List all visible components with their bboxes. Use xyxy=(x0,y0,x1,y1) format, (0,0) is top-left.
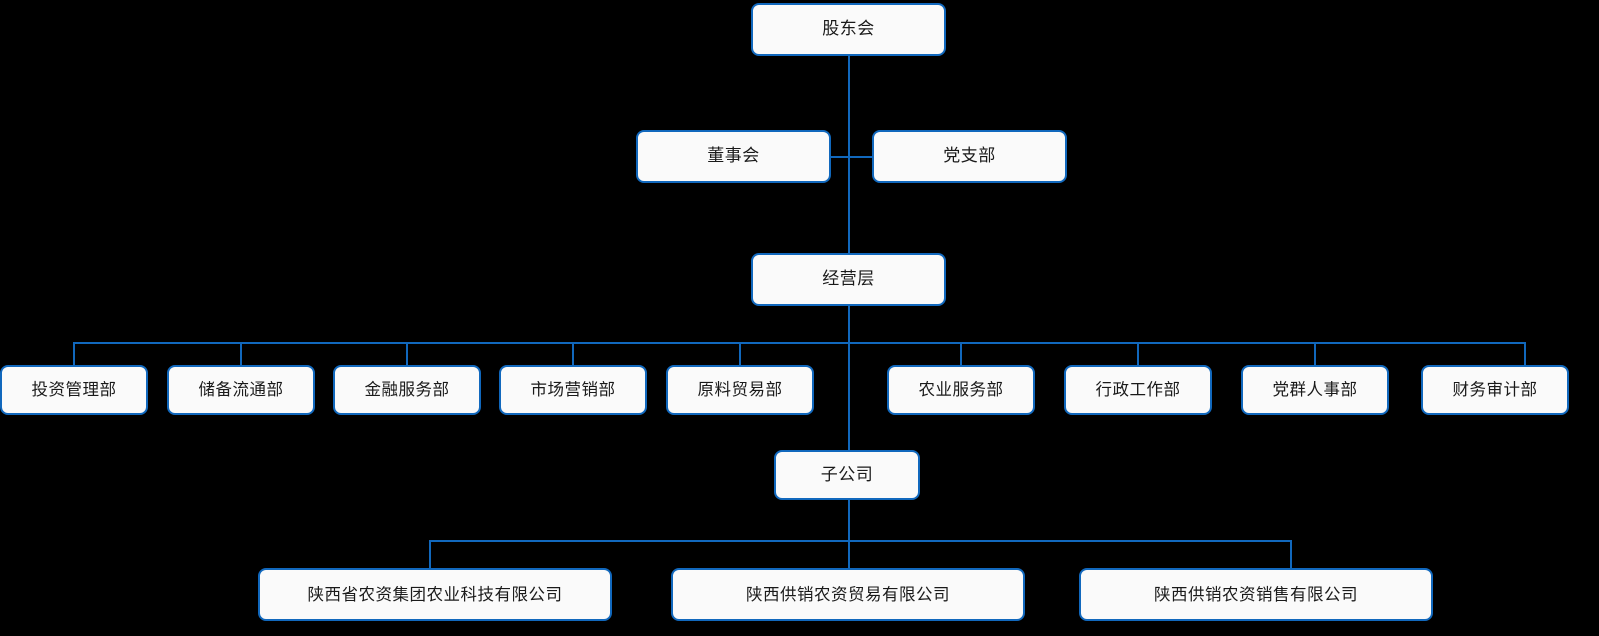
node-dept-reserve-label: 储备流通部 xyxy=(198,380,284,400)
node-management[interactable]: 经营层 xyxy=(751,253,946,306)
node-dept-financial-service-label: 金融服务部 xyxy=(364,380,450,400)
connector-drop-sub-1 xyxy=(429,540,431,569)
node-dept-party-hr-label: 党群人事部 xyxy=(1272,380,1358,400)
connector-drop-dept-4 xyxy=(572,342,574,366)
node-board-of-directors-label: 董事会 xyxy=(707,146,760,167)
node-party-branch[interactable]: 党支部 xyxy=(872,130,1067,183)
node-subsidiary-group[interactable]: 子公司 xyxy=(774,450,920,500)
connector-subsidiaries-bus xyxy=(430,540,1292,542)
connector-drop-dept-5 xyxy=(739,342,741,366)
node-dept-investment[interactable]: 投资管理部 xyxy=(0,365,148,415)
node-dept-administration[interactable]: 行政工作部 xyxy=(1064,365,1212,415)
connector-drop-dept-3 xyxy=(406,342,408,366)
node-board-of-directors[interactable]: 董事会 xyxy=(636,130,831,183)
connector-departments-bus xyxy=(74,342,1526,344)
node-dept-raw-material-trade[interactable]: 原料贸易部 xyxy=(666,365,814,415)
connector-drop-dept-2 xyxy=(240,342,242,366)
node-subsidiary-trade-label: 陕西供销农资贸易有限公司 xyxy=(746,584,950,604)
connector-drop-dept-8 xyxy=(1314,342,1316,366)
node-shareholders[interactable]: 股东会 xyxy=(751,3,946,56)
node-dept-investment-label: 投资管理部 xyxy=(31,380,117,400)
connector-drop-sub-3 xyxy=(1290,540,1292,569)
connector-drop-dept-6 xyxy=(960,342,962,366)
connector-governance-horizontal xyxy=(831,156,873,158)
node-dept-administration-label: 行政工作部 xyxy=(1095,380,1181,400)
node-dept-marketing[interactable]: 市场营销部 xyxy=(499,365,647,415)
node-dept-party-hr[interactable]: 党群人事部 xyxy=(1241,365,1389,415)
node-dept-finance-audit[interactable]: 财务审计部 xyxy=(1421,365,1569,415)
node-shareholders-label: 股东会 xyxy=(822,19,875,40)
node-dept-agriculture-service[interactable]: 农业服务部 xyxy=(887,365,1035,415)
node-dept-agriculture-service-label: 农业服务部 xyxy=(918,380,1004,400)
node-subsidiary-sales[interactable]: 陕西供销农资销售有限公司 xyxy=(1079,568,1433,621)
node-subsidiary-agritech-label: 陕西省农资集团农业科技有限公司 xyxy=(307,584,563,604)
node-dept-marketing-label: 市场营销部 xyxy=(530,380,616,400)
node-dept-finance-audit-label: 财务审计部 xyxy=(1452,380,1538,400)
connector-drop-dept-9 xyxy=(1524,342,1526,366)
node-subsidiary-trade[interactable]: 陕西供销农资贸易有限公司 xyxy=(671,568,1025,621)
node-subsidiary-group-label: 子公司 xyxy=(820,464,874,485)
node-management-label: 经营层 xyxy=(822,269,875,290)
connector-drop-dept-7 xyxy=(1137,342,1139,366)
node-dept-reserve[interactable]: 储备流通部 xyxy=(167,365,315,415)
connector-drop-dept-1 xyxy=(73,342,75,366)
connector-drop-sub-2 xyxy=(848,540,850,569)
node-dept-raw-material-trade-label: 原料贸易部 xyxy=(697,380,783,400)
node-subsidiary-sales-label: 陕西供销农资销售有限公司 xyxy=(1154,584,1358,604)
node-party-branch-label: 党支部 xyxy=(943,146,996,167)
node-subsidiary-agritech[interactable]: 陕西省农资集团农业科技有限公司 xyxy=(258,568,612,621)
node-dept-financial-service[interactable]: 金融服务部 xyxy=(333,365,481,415)
